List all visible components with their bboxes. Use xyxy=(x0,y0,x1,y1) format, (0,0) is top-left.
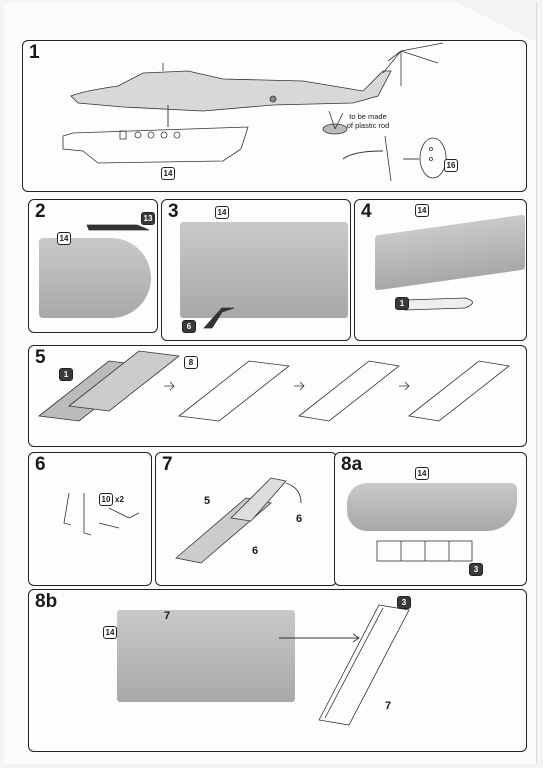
step-6-panel: 6 10 x2 xyxy=(28,452,152,586)
step-number: 6 xyxy=(35,454,46,475)
part-tag-13: 13 xyxy=(141,212,155,225)
step-8b-panel: 8b 14 3 7 7 xyxy=(28,589,527,752)
cabin-floor-photo xyxy=(180,222,348,318)
quantity-label: x2 xyxy=(115,495,124,504)
part-tag-6: 6 xyxy=(182,320,196,333)
part-tag-3: 3 xyxy=(469,563,483,576)
part-1-outline xyxy=(404,297,473,311)
part-tag-14: 14 xyxy=(415,467,429,480)
part-tag-16: 16 xyxy=(444,159,458,172)
step-number: 8b xyxy=(35,591,58,612)
step-7-panel: 7 5 6 6 xyxy=(155,452,337,586)
instruction-sheet: 1 to be made of plastic rod 14 16 xyxy=(4,2,537,764)
part-tag-14: 14 xyxy=(161,167,175,180)
fuselage-interior-photo xyxy=(117,610,295,702)
callout-7: 7 xyxy=(164,610,171,622)
part-tag-8: 8 xyxy=(184,356,198,369)
fuselage-nose-photo xyxy=(39,238,151,318)
callout-7: 7 xyxy=(385,700,392,712)
step-1-panel: 1 to be made of plastic rod 14 16 xyxy=(22,40,527,192)
part-6-outline xyxy=(203,307,235,329)
step-number: 2 xyxy=(35,201,46,222)
step-number: 8a xyxy=(341,454,363,475)
step-5-panel: 5 1 8 xyxy=(28,345,527,447)
folding-sequence-drawing xyxy=(37,350,510,422)
part-tag-1: 1 xyxy=(59,368,73,381)
part-tag-14: 14 xyxy=(57,232,71,245)
step-number: 5 xyxy=(35,347,46,368)
part-10-drawing xyxy=(63,492,140,536)
callout-5: 5 xyxy=(204,495,211,507)
part-tag-1: 1 xyxy=(395,297,409,310)
part-tag-14: 14 xyxy=(215,206,229,219)
floor-panel-drawing xyxy=(175,477,302,564)
step-8a-panel: 8a 14 3 xyxy=(334,452,527,586)
callout-6: 6 xyxy=(252,545,259,557)
step-2-panel: 2 14 13 xyxy=(28,199,158,333)
step-4-panel: 4 14 1 xyxy=(354,199,527,341)
part-tag-14: 14 xyxy=(103,626,117,639)
part-tag-10: 10 xyxy=(99,493,113,506)
part-13-outline xyxy=(86,224,150,231)
plastic-rod-note: to be made of plastic rod xyxy=(346,112,390,130)
callout-6: 6 xyxy=(296,513,303,525)
interior-assembly-drawing xyxy=(279,604,410,726)
part-tag-3: 3 xyxy=(397,596,411,609)
step-number: 1 xyxy=(29,42,40,63)
folded-corner xyxy=(456,2,536,42)
step-3-panel: 3 14 6 xyxy=(161,199,351,341)
part-tag-14: 14 xyxy=(415,204,429,217)
helicopter-outline-drawing xyxy=(62,42,447,182)
part-3-frame xyxy=(376,540,473,562)
fuselage-half-photo xyxy=(347,483,517,531)
step-number: 4 xyxy=(361,201,372,222)
step-number: 3 xyxy=(168,201,179,222)
step-number: 7 xyxy=(162,454,173,475)
